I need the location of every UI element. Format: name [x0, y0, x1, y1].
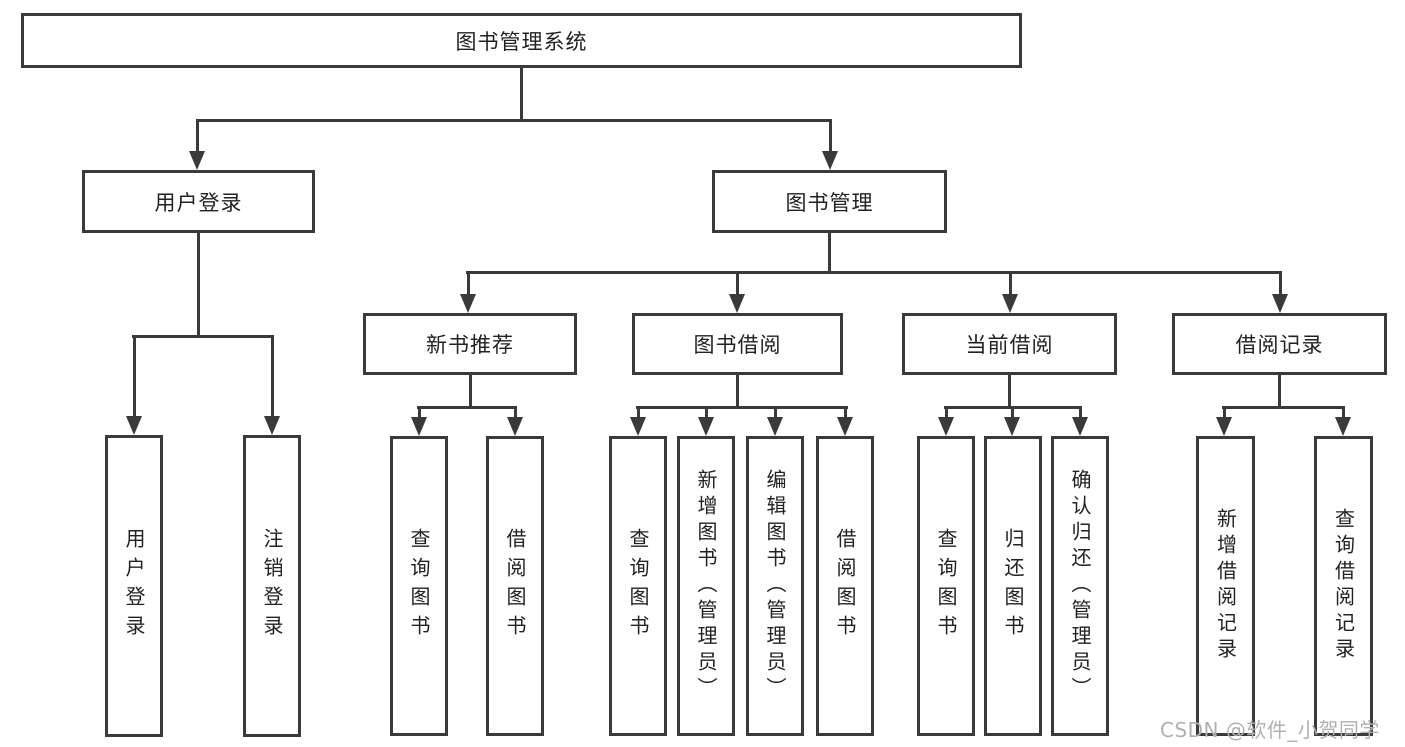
- node-user-login: 用户登录: [82, 170, 315, 233]
- node-label: 图书管理系统: [455, 29, 588, 54]
- node-label: 借阅图书: [833, 528, 857, 644]
- leaf-edit-books-admin: 编辑图书（管理员）: [746, 436, 804, 736]
- connector-borrow-records-bus: [1222, 406, 1345, 409]
- node-current-borrowing: 当前借阅: [902, 313, 1117, 375]
- arrow-down-icon: [1004, 417, 1020, 436]
- arrow-down-icon: [507, 417, 523, 436]
- leaf-borrow-books-recommend: 借阅图书: [486, 436, 544, 736]
- connector-drop-user-login: [196, 119, 199, 152]
- node-label: 新增图书（管理员）: [694, 469, 718, 703]
- leaf-logout: 注销登录: [243, 435, 301, 737]
- connector-level2-bus: [196, 119, 832, 122]
- arrow-down-icon: [729, 294, 745, 313]
- connector-borrow-records-stem: [1278, 375, 1281, 409]
- arrow-down-icon: [822, 151, 838, 170]
- leaf-query-borrow-record: 查询借阅记录: [1314, 436, 1373, 736]
- leaf-query-books-current: 查询图书: [917, 436, 975, 736]
- connector-drop-leaf: [774, 406, 777, 419]
- node-label: 用户登录: [122, 528, 146, 644]
- node-label: 查询借阅记录: [1331, 508, 1356, 664]
- connector-drop-leaf: [637, 406, 640, 419]
- connector-drop-current-borrow: [1009, 271, 1012, 295]
- arrow-down-icon: [767, 417, 783, 436]
- node-label: 确认归还（管理员）: [1068, 469, 1092, 703]
- arrow-down-icon: [630, 417, 646, 436]
- arrow-down-icon: [1216, 417, 1232, 436]
- leaf-user-login: 用户登录: [105, 435, 163, 737]
- connector-drop-leaf: [1223, 406, 1226, 419]
- csdn-watermark: CSDN @软件_小贺同学: [1160, 718, 1380, 742]
- node-label: 查询图书: [626, 528, 650, 644]
- arrow-down-icon: [411, 417, 427, 436]
- connector-drop-leaf: [945, 406, 948, 419]
- leaf-confirm-return-admin: 确认归还（管理员）: [1051, 436, 1109, 736]
- node-label: 新增借阅记录: [1213, 508, 1238, 664]
- leaf-query-books-borrow: 查询图书: [609, 436, 667, 736]
- connector-drop-leaf: [1342, 406, 1345, 419]
- arrow-down-icon: [938, 417, 954, 436]
- arrow-down-icon: [1335, 417, 1351, 436]
- node-label: 归还图书: [1001, 528, 1025, 644]
- connector-user-login-stem: [197, 233, 200, 338]
- node-label: 新书推荐: [426, 333, 514, 357]
- node-label: 当前借阅: [965, 333, 1054, 357]
- node-new-book-recommend: 新书推荐: [363, 313, 577, 375]
- connector-drop-leaf: [133, 335, 136, 417]
- connector-current-borrow-stem: [1008, 375, 1011, 409]
- arrow-down-icon: [460, 294, 476, 313]
- arrow-down-icon: [698, 417, 714, 436]
- connector-user-login-bus: [132, 335, 274, 338]
- node-book-borrowing: 图书借阅: [632, 313, 843, 375]
- connector-drop-borrow-records: [1279, 271, 1282, 295]
- connector-drop-leaf: [514, 406, 517, 419]
- connector-drop-book-management: [829, 119, 832, 152]
- node-label: 注销登录: [260, 528, 284, 644]
- arrow-down-icon: [1072, 417, 1088, 436]
- connector-drop-leaf: [271, 335, 274, 417]
- arrow-down-icon: [837, 417, 853, 436]
- connector-drop-leaf: [1079, 406, 1082, 419]
- node-label: 查询图书: [407, 528, 431, 644]
- leaf-add-books-admin: 新增图书（管理员）: [677, 436, 735, 736]
- arrow-down-icon: [126, 416, 142, 435]
- connector-drop-book-borrow: [736, 271, 739, 295]
- leaf-borrow-books: 借阅图书: [816, 436, 874, 736]
- node-label: 图书管理: [785, 190, 874, 215]
- arrow-down-icon: [189, 151, 205, 170]
- node-label: 用户登录: [154, 190, 243, 215]
- connector-root-stem: [520, 68, 523, 120]
- node-book-management: 图书管理: [712, 170, 947, 233]
- connector-new-book-stem: [469, 375, 472, 409]
- connector-new-book-bus: [417, 406, 517, 409]
- leaf-query-books-recommend: 查询图书: [390, 436, 448, 736]
- arrow-down-icon: [1272, 294, 1288, 313]
- node-label: 编辑图书（管理员）: [763, 469, 787, 703]
- connector-book-borrow-stem: [736, 375, 739, 409]
- node-borrowing-records: 借阅记录: [1172, 313, 1387, 375]
- leaf-add-borrow-record: 新增借阅记录: [1196, 436, 1255, 736]
- arrow-down-icon: [264, 416, 280, 435]
- connector-drop-new-book: [467, 271, 470, 295]
- node-library-management-system: 图书管理系统: [21, 13, 1022, 68]
- connector-drop-leaf: [844, 406, 847, 419]
- connector-drop-leaf: [418, 406, 421, 419]
- connector-level3-bus: [466, 271, 1282, 274]
- connector-drop-leaf: [705, 406, 708, 419]
- node-label: 借阅图书: [503, 528, 527, 644]
- leaf-return-books: 归还图书: [984, 436, 1042, 736]
- node-label: 借阅记录: [1235, 333, 1324, 357]
- connector-book-management-stem: [828, 233, 831, 274]
- connector-drop-leaf: [1011, 406, 1014, 419]
- node-label: 查询图书: [934, 528, 958, 644]
- arrow-down-icon: [1002, 294, 1018, 313]
- connector-book-borrow-bus: [636, 406, 848, 409]
- node-label: 图书借阅: [693, 333, 782, 357]
